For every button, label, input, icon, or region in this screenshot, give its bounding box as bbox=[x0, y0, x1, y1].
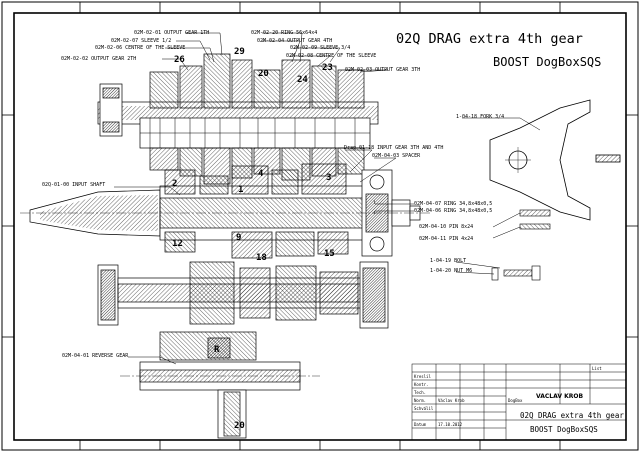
tb-company: VACLAV KROB bbox=[536, 393, 583, 400]
callout-18: 18 bbox=[256, 253, 267, 263]
callout-2: 2 bbox=[172, 179, 177, 189]
callout-29: 29 bbox=[234, 47, 245, 57]
part-labels: 02M-02-01 OUTPUT GEAR 1TH 02M-02-20 RING… bbox=[42, 30, 504, 359]
callout-20-bottom: 20 bbox=[234, 421, 245, 431]
callout-r: R bbox=[214, 345, 220, 355]
tb-row-datum: Datum bbox=[414, 422, 427, 427]
callout-20: 20 bbox=[258, 69, 269, 79]
input-shaft-assembly bbox=[20, 163, 430, 259]
label-bolt: 1-04-19 BOLT bbox=[430, 258, 466, 264]
drawing-subtitle: BOOST DogBoxSQS bbox=[493, 55, 601, 69]
label-input-gear: Drag-01-18 INPUT GEAR 3TH AND 4TH bbox=[344, 145, 443, 151]
pins bbox=[519, 209, 551, 230]
label-spacer: 02M-04-03 SPACER bbox=[372, 153, 421, 159]
label-output-gear-3th: 02M-02-03 OUTPUT GEAR 3TH bbox=[345, 67, 420, 73]
tb-row-schvalil: Schválil bbox=[414, 406, 434, 411]
label-ring-34-a: 02M-04-07 RING 34,8x48x0,5 bbox=[414, 201, 492, 207]
callout-numbers: 26 29 20 23 24 2 1 4 3 12 9 18 15 R 20 bbox=[172, 47, 335, 431]
tb-row-kreslil: Kreslil bbox=[414, 374, 431, 379]
label-input-shaft: 02Q-01-00 INPUT SHAFT bbox=[42, 182, 105, 188]
callout-3: 3 bbox=[326, 173, 331, 183]
label-nut: 1-04-20 NUT M6 bbox=[430, 268, 472, 274]
label-ring-56: 02M-02-20 RING 56x64x4 bbox=[251, 30, 317, 36]
tb-row-tech: Tech. bbox=[414, 390, 426, 395]
label-ring-34-b: 02M-04-06 RING 34,8x48x0,5 bbox=[414, 208, 492, 214]
tb-row-norm: Norm. bbox=[414, 398, 426, 403]
tb-drawing-sub: BOOST DogBoxSQS bbox=[530, 425, 598, 434]
tb-material: DogBox bbox=[508, 398, 523, 403]
drawing-title: 02Q DRAG extra 4th gear bbox=[396, 31, 583, 47]
label-fork-34: 1-04-18 FORK 3/4 bbox=[456, 114, 504, 120]
label-centre-sleeve-a: 02M-02-06 CENTRE OF THE SLEEVE bbox=[95, 45, 185, 51]
callout-24: 24 bbox=[297, 75, 308, 85]
label-reverse-gear: 02M-04-01 REVERSE GEAR bbox=[62, 353, 129, 359]
tb-sheet-label: List bbox=[592, 366, 602, 371]
callout-12: 12 bbox=[172, 239, 183, 249]
output-shaft-assembly bbox=[97, 53, 379, 185]
label-pin-8x24: 02M-04-10 PIN 8x24 bbox=[419, 224, 473, 230]
label-output-gear-2th: 02M-02-02 OUTPUT GEAR 2TH bbox=[61, 56, 136, 62]
fork-part bbox=[489, 99, 621, 221]
label-sleeve-12: 02M-02-07 SLEEVE 1/2 bbox=[111, 38, 171, 44]
label-output-gear-1th: 02M-02-01 OUTPUT GEAR 1TH bbox=[134, 30, 209, 36]
callout-23: 23 bbox=[322, 63, 333, 73]
label-centre-sleeve-b: 02M-02-08 CENTRE OF THE SLEEVE bbox=[286, 53, 376, 59]
title-block bbox=[411, 363, 627, 441]
tb-date: 17.10.2012 bbox=[438, 422, 463, 427]
label-pin-4x24: 02M-04-11 PIN 4x24 bbox=[419, 236, 473, 242]
lower-shaft-assembly bbox=[97, 261, 389, 439]
callout-9: 9 bbox=[236, 233, 241, 243]
tb-drawing-title: 02Q DRAG extra 4th gear bbox=[520, 411, 624, 420]
label-sleeve-34: 02M-02-09 SLEEVE 3/4 bbox=[290, 45, 350, 51]
callout-15: 15 bbox=[324, 249, 335, 259]
callout-1: 1 bbox=[238, 185, 243, 195]
tb-row-kontr: Kontr. bbox=[414, 382, 428, 387]
title-block-text: Kreslil Kontr. Tech. Norm. Schválil Datu… bbox=[414, 366, 624, 434]
callout-4: 4 bbox=[258, 169, 264, 179]
callout-26: 26 bbox=[174, 55, 185, 65]
bolt-and-nut bbox=[491, 265, 541, 281]
label-output-gear-4th: 02M-02-04 OUTPUT GEAR 4TH bbox=[257, 38, 332, 44]
tb-author: Václav Krob bbox=[438, 398, 465, 403]
leader-lines bbox=[114, 32, 541, 365]
